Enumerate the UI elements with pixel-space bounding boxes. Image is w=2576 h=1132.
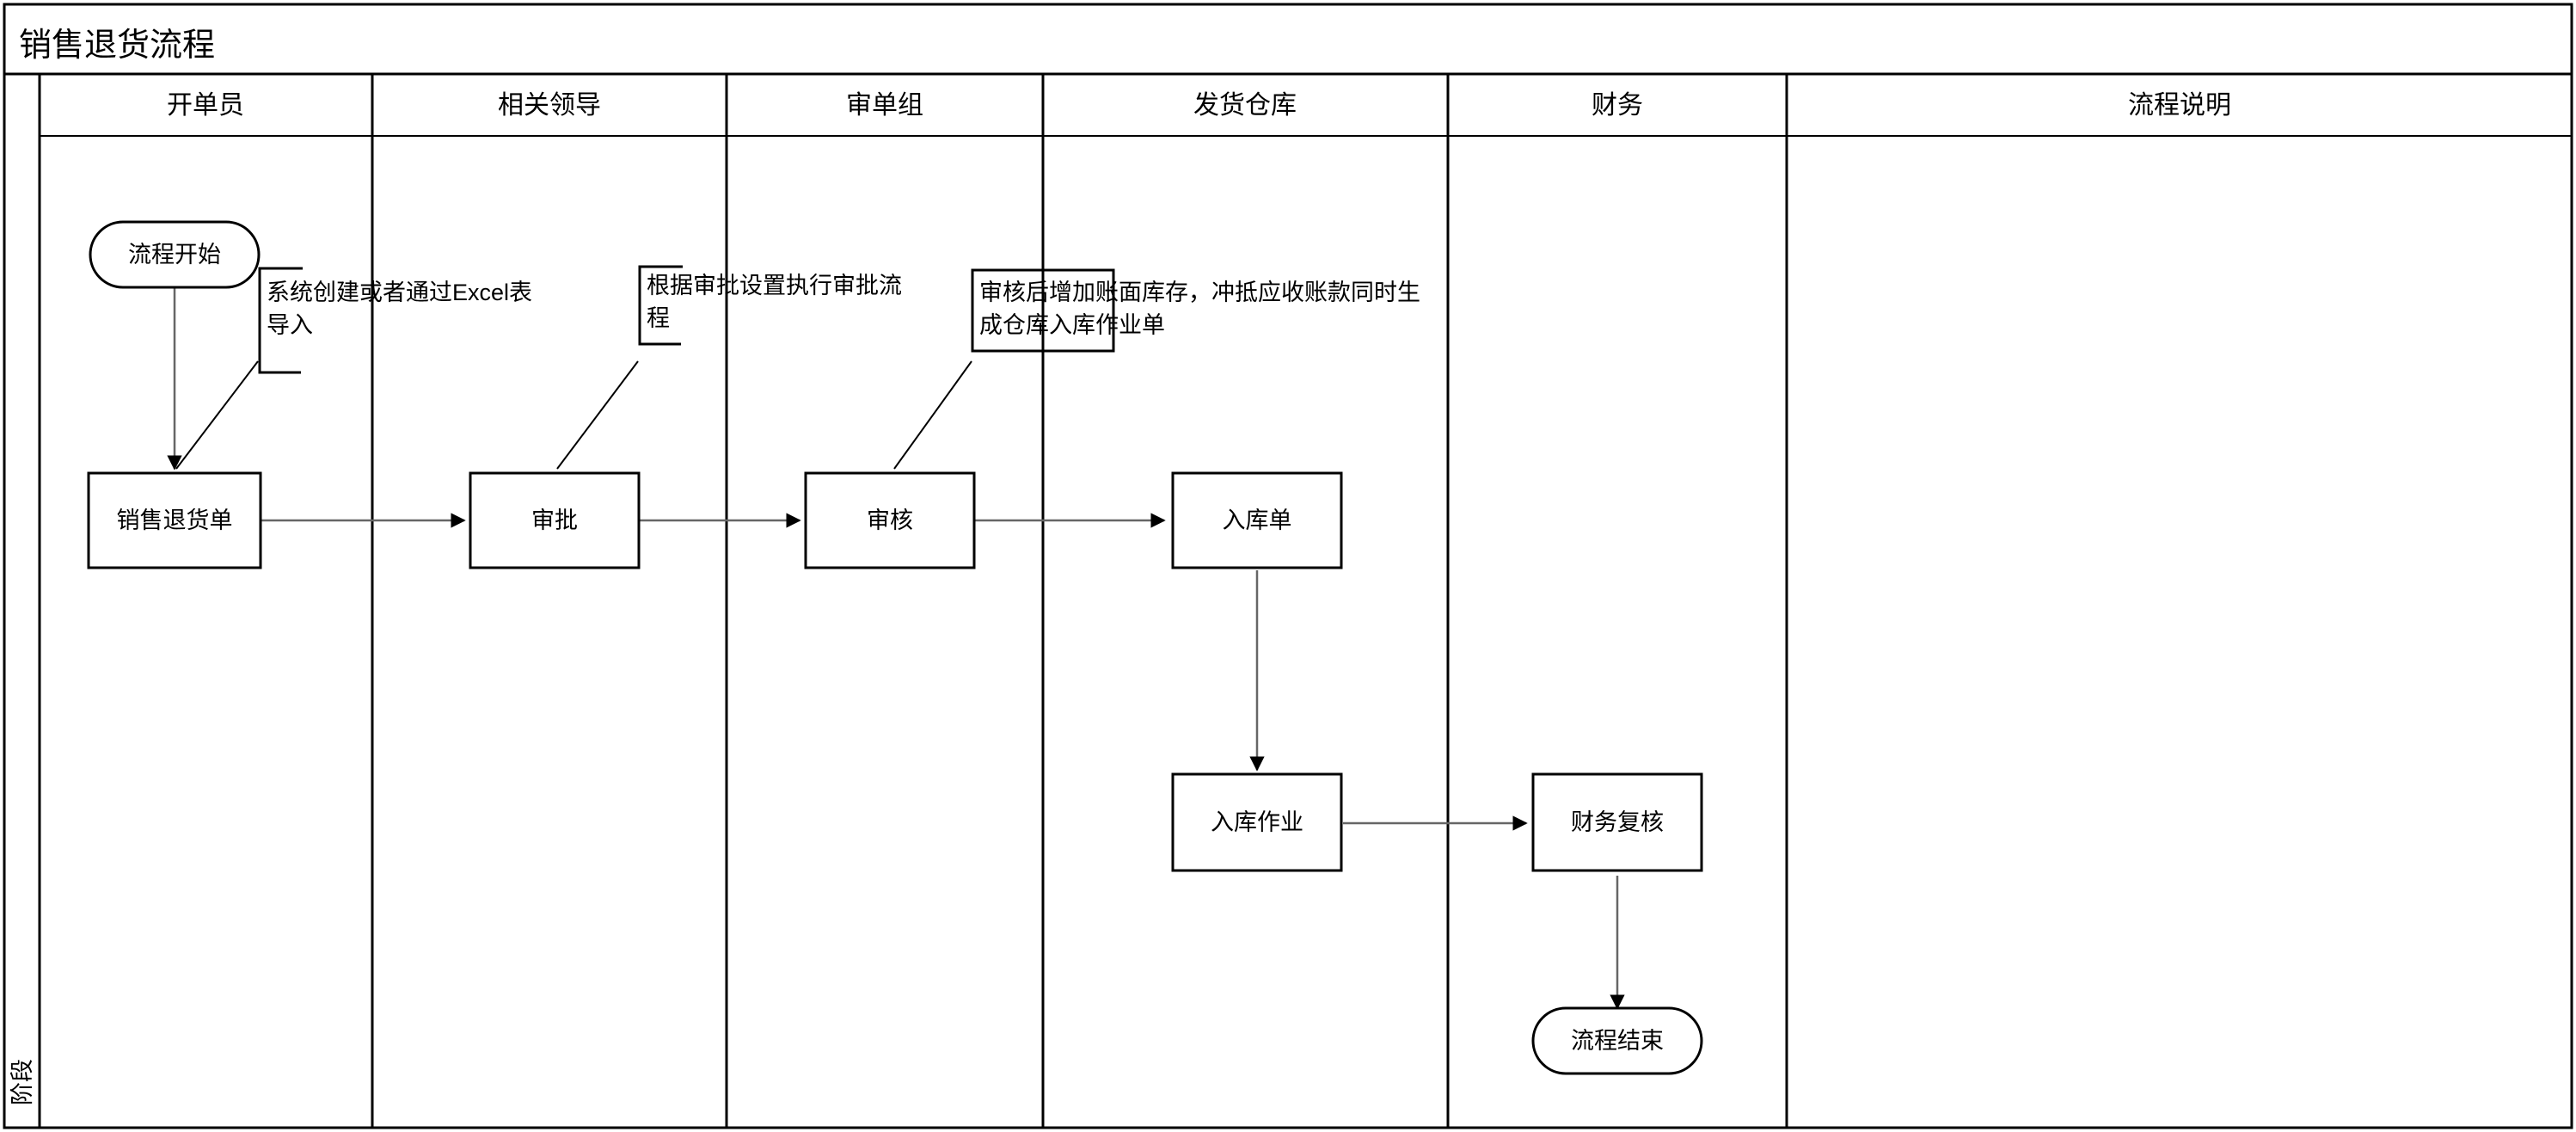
note-2-line-2: 程 [647, 305, 670, 331]
node-return-order[interactable]: 销售退货单 [87, 471, 262, 569]
node-finance-review[interactable]: 财务复核 [1531, 772, 1703, 872]
node-start-label: 流程开始 [128, 242, 221, 268]
node-approve-shape[interactable] [469, 471, 641, 569]
lane-header-fahuocangku: 发货仓库 [1193, 91, 1297, 120]
note-2-leader-line [556, 360, 639, 470]
note-3-line-1: 审核后增加账面库存，冲抵应收账款同时生 [979, 280, 1420, 305]
node-inbound-task-label: 入库作业 [1211, 809, 1303, 835]
note-2-line-1: 根据审批设置执行审批流 [647, 273, 902, 298]
node-end-label: 流程结束 [1571, 1028, 1664, 1054]
lane-header-liuchengshuoming: 流程说明 [2128, 91, 2231, 120]
node-approve[interactable]: 审批 [469, 471, 641, 569]
lane-header-caiwu: 财务 [1592, 91, 1643, 120]
node-inbound-order-shape[interactable] [1171, 471, 1343, 569]
node-inbound-order-label: 入库单 [1223, 508, 1292, 533]
lane-header-kaidanyuan: 开单员 [167, 91, 244, 120]
node-audit-shape[interactable] [804, 471, 976, 569]
node-end[interactable]: 流程结束 [1531, 1006, 1703, 1075]
node-finance-review-shape[interactable] [1531, 772, 1703, 872]
node-end-shape[interactable] [1531, 1006, 1703, 1075]
node-return-order-shape[interactable] [87, 471, 262, 569]
node-finance-review-label: 财务复核 [1571, 809, 1664, 835]
node-inbound-order[interactable]: 入库单 [1171, 471, 1343, 569]
note-1-line-1: 系统创建或者通过Excel表 [267, 280, 532, 305]
node-audit[interactable]: 审核 [804, 471, 976, 569]
note-3-line-2: 成仓库入库作业单 [979, 312, 1165, 338]
node-start-shape[interactable] [89, 220, 261, 289]
node-approve-label: 审批 [531, 508, 578, 533]
note-1-line-2: 导入 [267, 312, 313, 338]
diagram-outer-border [3, 3, 2573, 1129]
node-inbound-task[interactable]: 入库作业 [1171, 772, 1343, 872]
note-3-leader-line [893, 360, 972, 470]
node-inbound-task-shape[interactable] [1171, 772, 1343, 872]
lane-header-xiangguanlingdao: 相关领导 [498, 91, 601, 120]
lane-header-shendanzu: 审单组 [846, 91, 923, 120]
note-audit-inventory-ar: 审核后增加账面库存，冲抵应收账款同时生 成仓库入库作业单 [971, 268, 1420, 353]
note-1-leader-line [175, 360, 259, 470]
phase-label: 阶段 [9, 1059, 35, 1105]
node-return-order-label: 销售退货单 [117, 508, 233, 533]
node-audit-label: 审核 [867, 508, 913, 533]
note-system-create-excel: 系统创建或者通过Excel表 导入 [258, 267, 532, 374]
page-title: 销售退货流程 [19, 28, 215, 64]
note-approval-settings: 根据审批设置执行审批流 程 [638, 265, 902, 346]
node-start[interactable]: 流程开始 [89, 220, 261, 289]
